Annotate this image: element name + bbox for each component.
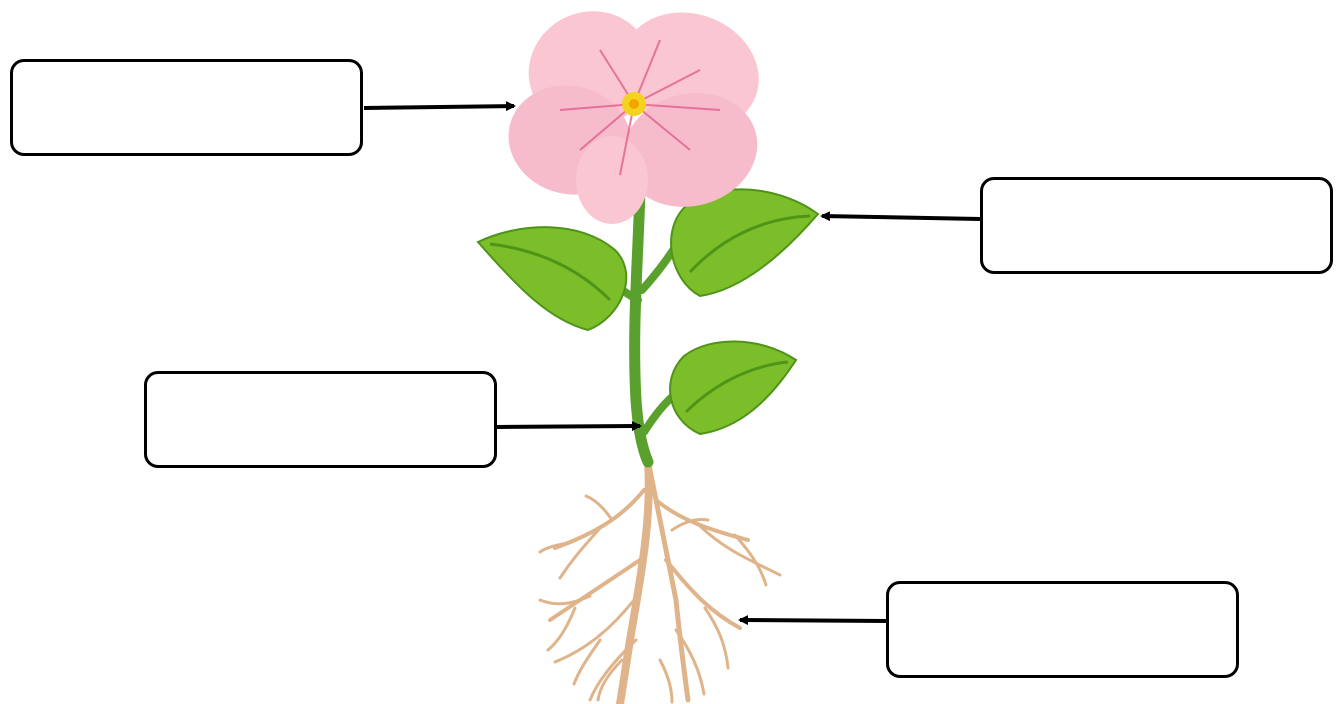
arrow-to-flower <box>363 101 516 112</box>
leaves <box>476 188 820 436</box>
arrow-to-leaf <box>820 211 981 222</box>
label-box-leaf[interactable] <box>980 177 1333 274</box>
arrow-to-stem <box>496 421 642 432</box>
label-box-roots[interactable] <box>886 581 1239 678</box>
arrows <box>363 101 981 626</box>
arrow-to-roots <box>738 615 887 626</box>
flower <box>508 11 759 224</box>
label-box-stem[interactable] <box>144 371 497 468</box>
label-box-flower[interactable] <box>10 59 363 156</box>
stem <box>596 184 684 468</box>
roots <box>538 458 782 704</box>
